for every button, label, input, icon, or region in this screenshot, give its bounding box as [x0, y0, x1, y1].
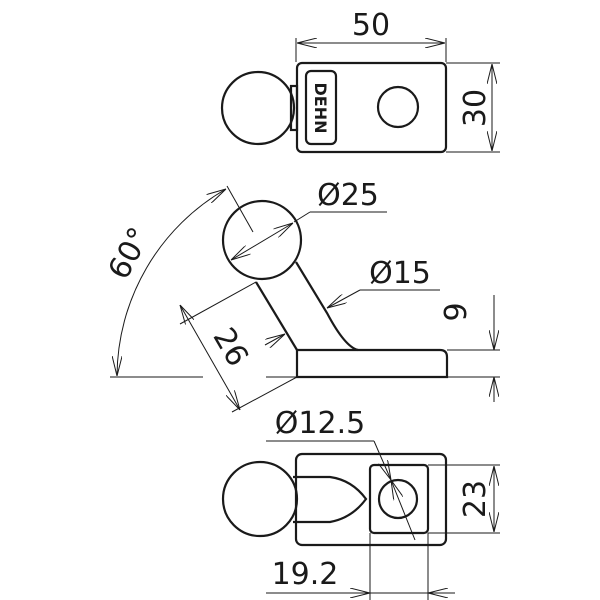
- hole-top: [376, 85, 420, 129]
- dim-line-hole-a: [373, 440, 391, 480]
- ball-side: [221, 199, 303, 281]
- stem-left-edge: [255, 281, 298, 351]
- dim-arc-angle: [117, 189, 226, 376]
- hole-bottom: [377, 478, 419, 520]
- dim-angle-label: 60°: [102, 222, 158, 285]
- neck-bottom: [293, 475, 368, 524]
- square-recess: [368, 463, 430, 535]
- dim-line-stem-b: [264, 334, 285, 345]
- dim-base-label: 9: [439, 302, 474, 321]
- dim-ball-label: Ø25: [317, 178, 379, 213]
- ball-bottom: [221, 460, 299, 538]
- dim-square-label: 23: [458, 480, 493, 518]
- bottom-view: Ø12.5 23 19.2: [221, 406, 500, 600]
- dim-line-hole-b: [391, 480, 416, 541]
- dim-width-label: 50: [352, 8, 390, 43]
- side-view: 60° Ø25 Ø15 26 9: [102, 178, 500, 413]
- dim-line-ball: [231, 223, 293, 260]
- logo-frame: [304, 69, 338, 146]
- dim-line-stem-a: [327, 289, 361, 308]
- dim-hole-label: Ø12.5: [275, 406, 365, 441]
- dim-line-length: [180, 305, 240, 410]
- dim-length-label: 26: [206, 322, 255, 373]
- extension-line: [231, 376, 298, 413]
- base-side: [295, 348, 449, 379]
- stem-right-edge: [295, 261, 359, 352]
- dim-offset-label: 19.2: [272, 557, 339, 592]
- leader-line: [293, 211, 311, 223]
- dim-height-label: 30: [458, 89, 493, 127]
- extension-line: [226, 185, 254, 233]
- ball-top: [220, 70, 296, 146]
- dehn-logo: DEHN: [311, 83, 330, 134]
- plate-bottom: [294, 452, 448, 547]
- extension-line: [179, 281, 257, 325]
- dim-stem-label: Ø15: [369, 256, 431, 291]
- top-view: DEHN 50 30: [220, 8, 500, 154]
- plate-top: [295, 61, 448, 154]
